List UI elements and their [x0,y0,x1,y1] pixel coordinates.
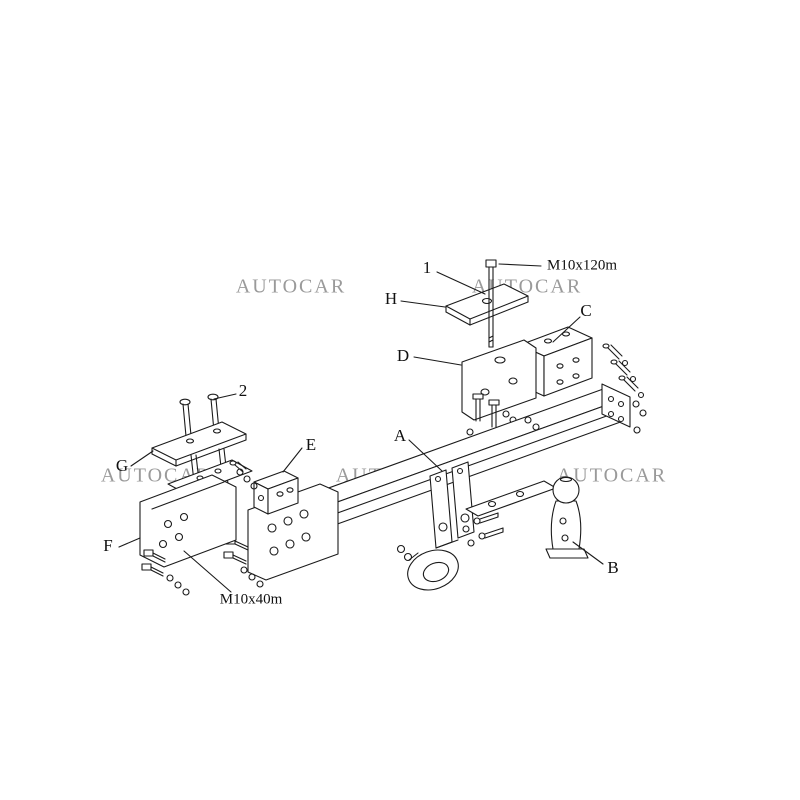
label-part-c: C [580,301,592,320]
label-part-b: B [607,558,619,577]
bracket-f [139,474,237,568]
ball-mount-bar [465,480,557,517]
ball-attachment-bolts [462,512,504,547]
label-part-a: A [393,426,407,445]
label-part-2: 2 [238,381,248,400]
leader-lines [118,263,604,593]
fasteners-near-e [229,460,258,490]
bracket-d [461,339,537,421]
fasteners-right-of-c [602,343,645,399]
label-bolt-spec-top: M10x120m [546,257,618,274]
bolts-below-d [466,393,517,442]
label-part-d: D [396,346,410,365]
label-part-1: 1 [422,258,432,277]
label-part-h: H [384,289,398,308]
clamp-piece [396,544,459,591]
label-part-e: E [305,435,317,454]
label-part-g: G [115,456,129,475]
watermark: AUTOCAR [235,275,347,298]
tow-ball [545,476,589,559]
bracket-e [253,470,299,515]
fasteners-f-m10x40 [141,549,190,596]
center-bracket-a [429,461,475,549]
bracket-c [519,326,593,397]
shim-plate-g [151,421,247,467]
shim-plate-h [445,283,529,326]
label-bolt-spec-bottom: M10x40m [219,591,283,608]
watermark: AUTOCAR [556,464,668,487]
bolt-1-m10x120-icon [485,259,497,348]
label-part-f: F [103,536,113,555]
